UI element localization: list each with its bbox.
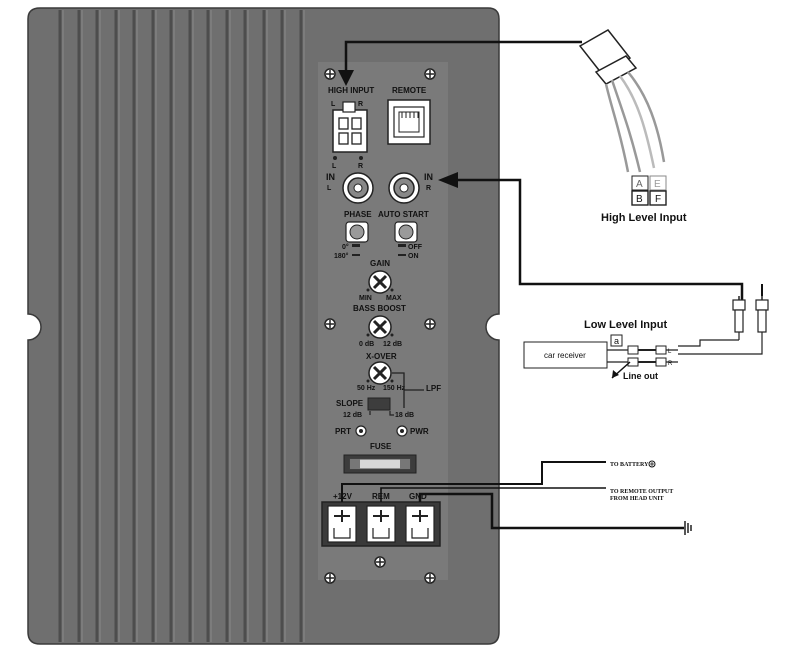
in-left-letter: L: [327, 185, 332, 192]
prt-label: PRT: [335, 427, 351, 436]
high-input-label: HIGH INPUT: [328, 86, 374, 95]
remote-jack[interactable]: [387, 99, 431, 145]
slope-12db-label: 12 dB: [343, 412, 362, 419]
battery-plus-icon: [648, 460, 656, 468]
to-remote-output-label: TO REMOTE OUTPUT: [610, 489, 673, 495]
in-right-letter: R: [426, 185, 431, 192]
slope-18db-label: 18 dB: [395, 412, 414, 419]
pin-b-label: B: [636, 194, 643, 205]
harness-plug: [578, 29, 666, 173]
high-input-l-marker: L: [332, 163, 337, 170]
auto-on-label: ON: [408, 253, 419, 260]
prt-led: [355, 425, 367, 437]
high-input-r-marker: R: [358, 163, 363, 170]
gnd-label: GND: [409, 492, 427, 501]
to-battery-label: TO BATTERY: [610, 462, 649, 468]
high-level-input-title: High Level Input: [601, 212, 687, 224]
marker-a-box: [610, 334, 623, 347]
bass-12db-label: 12 dB: [383, 341, 402, 348]
car-receiver-label: car receiver: [544, 351, 586, 360]
rca-in-wire: [442, 178, 744, 308]
marker-a-label: a: [614, 336, 619, 346]
in-left-label: IN: [326, 172, 335, 182]
high-input-left-label: L: [331, 101, 336, 108]
xover-150hz-label: 150 Hz: [383, 385, 406, 392]
line-out-label: Line out: [623, 371, 658, 381]
bass-boost-label: BASS BOOST: [353, 304, 406, 313]
slope-label: SLOPE: [336, 399, 364, 408]
ground-icon: [684, 521, 692, 535]
lpf-label: LPF: [426, 384, 441, 393]
pwr-led: [396, 425, 408, 437]
in-right-label: IN: [424, 172, 433, 182]
phase-180-label: 180°: [334, 252, 349, 260]
gain-label: GAIN: [370, 259, 390, 268]
slope-switch[interactable]: [367, 397, 391, 411]
terminal-gnd[interactable]: [405, 505, 435, 543]
phase-0-label: 0°: [342, 243, 349, 251]
xover-50hz-label: 50 Hz: [357, 385, 376, 392]
rca-in-right-jack[interactable]: [388, 172, 420, 204]
gain-knob[interactable]: [368, 270, 392, 294]
pin-f-label: F: [655, 194, 661, 205]
remote-label: REMOTE: [392, 86, 427, 95]
pwr-label: PWR: [410, 427, 429, 436]
fuse-holder: [343, 454, 417, 474]
harness-pin-labels: [631, 175, 667, 206]
high-input-arrow-icon: [338, 70, 354, 86]
rca-l-label: L: [668, 349, 672, 355]
auto-start-switch[interactable]: [394, 221, 418, 243]
auto-off-label: OFF: [408, 244, 423, 251]
line-out-rca-connectors: [607, 345, 678, 367]
xover-label: X-OVER: [366, 352, 397, 361]
bass-0db-label: 0 dB: [359, 341, 374, 348]
high-input-right-label: R: [358, 101, 363, 108]
rca-in-left-jack[interactable]: [342, 172, 374, 204]
xover-knob[interactable]: [368, 361, 392, 385]
remote-wire: [380, 487, 606, 502]
fuse-label: FUSE: [370, 442, 392, 451]
heatsink-fins: [58, 10, 303, 642]
ground-wire: [418, 492, 684, 530]
high-input-wire: [344, 40, 582, 78]
gain-max-label: MAX: [386, 295, 402, 302]
battery-wire: [341, 461, 606, 502]
auto-start-label: AUTO START: [378, 210, 429, 219]
phase-switch[interactable]: [345, 221, 369, 243]
pin-e-label: E: [654, 179, 661, 190]
terminal-plus12v[interactable]: [327, 505, 357, 543]
low-level-input-title: Low Level Input: [584, 319, 667, 331]
from-head-unit-label: FROM HEAD UNIT: [610, 496, 664, 502]
high-input-connector[interactable]: [332, 101, 368, 153]
rca-r-label: R: [668, 361, 673, 367]
gain-min-label: MIN: [359, 295, 372, 302]
phase-label: PHASE: [344, 210, 372, 219]
bass-boost-knob[interactable]: [368, 315, 392, 339]
rca-in-arrow-icon: [438, 172, 458, 188]
pin-a-label: A: [636, 179, 643, 190]
car-receiver-box: [523, 341, 608, 369]
terminal-rem[interactable]: [366, 505, 396, 543]
rca-plug-pair-icon: [678, 296, 769, 355]
